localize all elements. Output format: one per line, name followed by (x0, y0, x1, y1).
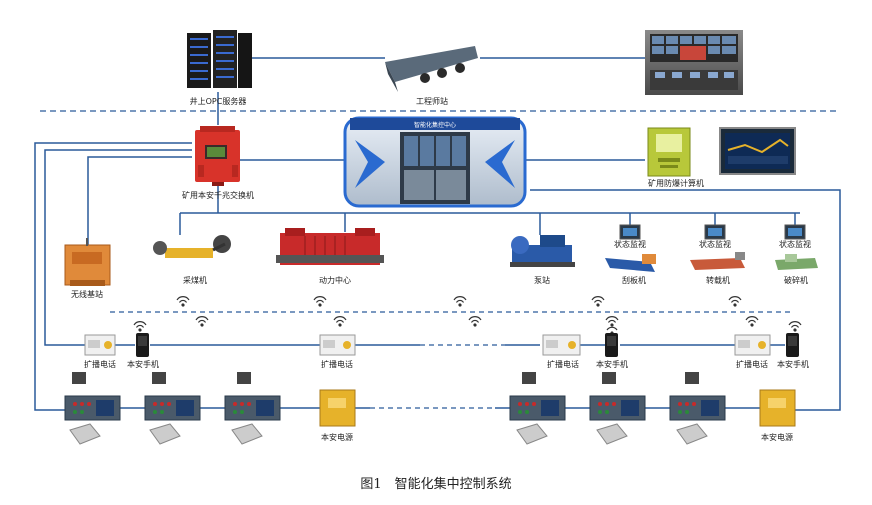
status-monitor-icon-3 (784, 224, 806, 240)
label-status-monitor-1: 状态监视 (614, 239, 646, 249)
crusher-icon (775, 254, 818, 270)
wifi-icons (133, 296, 802, 335)
controller-icon (669, 372, 726, 445)
label-opc-server: 井上OPC服务器 (190, 96, 247, 106)
phone-icon-1 (84, 334, 116, 356)
wireless-base-icon (64, 238, 111, 286)
label-status-monitor-2: 状态监视 (699, 239, 731, 249)
label-engineer-station: 工程师站 (416, 96, 448, 106)
controller-group-right (509, 372, 726, 445)
power-supply-icon-1 (319, 389, 356, 427)
label-handset-3: 本安手机 (777, 359, 809, 369)
pump-station-icon (510, 235, 575, 267)
handset-icon-1 (136, 333, 149, 357)
dashed-gaps (110, 311, 790, 409)
label-phone-1: 扩播电话 (84, 359, 116, 369)
label-pump-station: 泵站 (534, 275, 550, 285)
phone-icon-4 (734, 334, 771, 356)
label-switch: 矿用本安千兆交换机 (182, 190, 254, 200)
control-room-photo (645, 30, 743, 95)
label-phone-2: 扩播电话 (321, 359, 353, 369)
power-supply-icon-2 (759, 389, 796, 427)
main-lines (34, 92, 841, 411)
explosion-proof-computer-icon (647, 127, 691, 177)
engineer-station-icon (385, 46, 478, 92)
power-center-icon (276, 228, 384, 265)
controller-group-left (64, 372, 281, 445)
phone-icon-3 (542, 334, 581, 356)
opc-server-icon (187, 30, 252, 88)
controller-icon (589, 372, 646, 445)
handset-icon-3 (786, 333, 799, 357)
label-status-monitor-3: 状态监视 (779, 239, 811, 249)
label-handset-2: 本安手机 (596, 359, 628, 369)
label-crusher: 破碎机 (784, 275, 808, 285)
monitor-display-icon (719, 127, 796, 175)
label-handset-1: 本安手机 (127, 359, 159, 369)
figure-caption: 图1 智能化集中控制系统 (360, 477, 512, 492)
controller-icon (224, 372, 281, 445)
phone-icon-2 (319, 334, 356, 356)
label-shearer: 采煤机 (183, 275, 207, 285)
control-center-icon (343, 116, 527, 208)
label-scraper: 刮板机 (622, 275, 646, 285)
label-power-center: 动力中心 (319, 275, 351, 285)
status-monitor-icon-2 (704, 224, 726, 240)
label-phone-4: 扩播电话 (736, 359, 768, 369)
controller-icon (64, 372, 121, 445)
transfer-icon (690, 252, 745, 270)
shearer-icon (153, 235, 231, 258)
label-wireless-base: 无线基站 (71, 289, 103, 299)
switch-icon (195, 126, 240, 186)
control-center-sign: 智能化集控中心 (414, 121, 456, 129)
controller-icon (144, 372, 201, 445)
label-power-2: 本安电源 (761, 432, 793, 442)
handset-icon-2 (605, 333, 618, 357)
label-transfer: 转载机 (706, 275, 730, 285)
scraper-icon (605, 254, 656, 272)
status-monitor-icon-1 (619, 224, 641, 240)
label-power-1: 本安电源 (321, 432, 353, 442)
label-phone-3: 扩播电话 (547, 359, 579, 369)
label-computer: 矿用防爆计算机 (648, 178, 704, 188)
controller-icon (509, 372, 566, 445)
